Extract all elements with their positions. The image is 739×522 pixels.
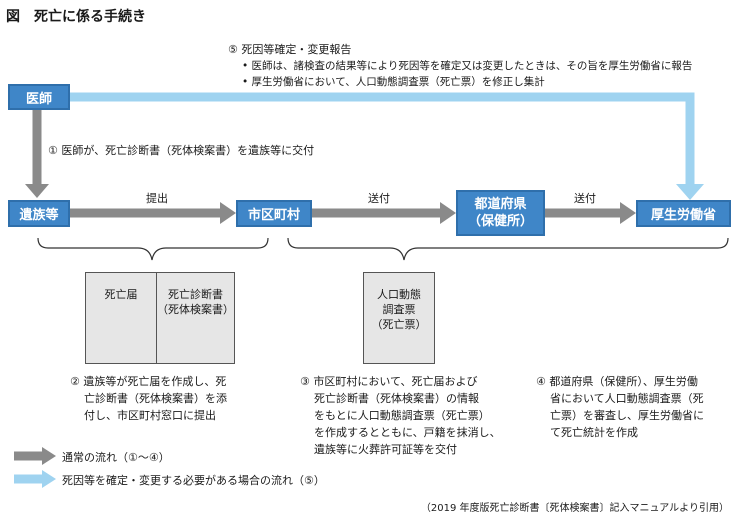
step4-line: ④ 都道府県（保健所）、厚生労働 bbox=[536, 375, 698, 388]
send2-arrowhead bbox=[620, 202, 636, 224]
step3-line: 遺族等に火葬許可証等を交付 bbox=[314, 443, 457, 456]
node-doctor: 医師 bbox=[8, 84, 70, 110]
step3-text: ③ 市区町村において、死亡届および 死亡診断書（死体検案書）の情報 をもとに人口… bbox=[300, 373, 501, 458]
legend-confirm-label: 死因等を確定・変更する必要がある場合の流れ（⑤） bbox=[62, 474, 325, 487]
step4-text: ④ 都道府県（保健所）、厚生労働 省において人口動態調査票（死 亡票）を審査し、… bbox=[536, 373, 704, 441]
submit-label: 提出 bbox=[146, 192, 168, 205]
step4-line: 亡票）を審査し、厚生労働省に bbox=[550, 409, 704, 422]
node-prefecture-line2: （保健所） bbox=[467, 214, 533, 229]
legend-normal-arrowhead bbox=[42, 447, 56, 465]
node-prefecture: 都道府県 （保健所） bbox=[456, 190, 545, 236]
step3-line: 死亡診断書（死体検案書）の情報 bbox=[314, 392, 479, 405]
step2-line: 付し、市区町村窓口に提出 bbox=[84, 409, 216, 422]
confirm-flow-arrowhead bbox=[676, 184, 704, 200]
step2-line: ② 遺族等が死亡届を作成し、死 bbox=[70, 375, 227, 388]
doc-death-notice: 死亡届 bbox=[85, 272, 157, 364]
note-step5: ⑤ 死因等確定・変更報告 • 医師は、諸検査の結果等により死因等を確定又は変更し… bbox=[228, 42, 692, 90]
step2-line: 亡診断書（死体検案書）を添 bbox=[84, 392, 227, 405]
source-citation: （2019 年度版死亡診断書〔死体検案書〕記入マニュアルより引用） bbox=[420, 503, 729, 514]
node-prefecture-line1: 都道府県 bbox=[474, 197, 527, 212]
submit-arrowhead bbox=[220, 202, 236, 224]
step3-line: を作成するとともに、戸籍を抹消し、 bbox=[314, 426, 501, 439]
legend-confirm-arrowhead bbox=[42, 470, 56, 488]
node-municipality: 市区町村 bbox=[236, 200, 312, 227]
brace-left bbox=[37, 237, 269, 261]
step4-line: 省において人口動態調査票（死 bbox=[550, 392, 704, 405]
note-step5-item: • 厚生労働省において、人口動態調査票（死亡票）を修正し集計 bbox=[242, 76, 545, 88]
send1-arrowhead bbox=[440, 202, 456, 224]
note-step5-item: • 医師は、諸検査の結果等により死因等を確定又は変更したときは、その旨を厚生労働… bbox=[242, 60, 693, 72]
send1-label: 送付 bbox=[368, 192, 390, 205]
step3-line: ③ 市区町村において、死亡届および bbox=[300, 375, 478, 388]
note-step5-heading: ⑤ 死因等確定・変更報告 bbox=[228, 43, 352, 56]
node-mhlw: 厚生労働省 bbox=[636, 200, 731, 227]
figure-title: 図 死亡に係る手続き bbox=[6, 9, 146, 25]
doc-death-certificate: 死亡診断書 （死体検案書） bbox=[156, 272, 235, 364]
confirm-flow-arrow bbox=[70, 92, 695, 186]
step2-text: ② 遺族等が死亡届を作成し、死 亡診断書（死体検案書）を添 付し、市区町村窓口に… bbox=[70, 373, 227, 424]
doc-survey-line1: 人口動態 bbox=[377, 288, 421, 301]
node-family: 遺族等 bbox=[8, 200, 70, 227]
doc-survey-form: 人口動態 調査票 （死亡票） bbox=[363, 272, 435, 364]
doc-death-certificate-line2: （死体検案書） bbox=[157, 303, 234, 316]
doc-survey-line3: （死亡票） bbox=[371, 318, 427, 331]
step1-arrowhead bbox=[25, 184, 49, 198]
brace-right bbox=[287, 237, 729, 261]
step1-label: ① 医師が、死亡診断書（死体検案書）を遺族等に交付 bbox=[48, 144, 315, 157]
legend-normal-label: 通常の流れ（①〜④） bbox=[62, 451, 170, 464]
step3-line: をもとに人口動態調査票（死亡票） bbox=[314, 409, 490, 422]
doc-survey-line2: 調査票 bbox=[382, 303, 416, 316]
send2-label: 送付 bbox=[574, 192, 596, 205]
step4-line: て死亡統計を作成 bbox=[550, 426, 638, 439]
doc-death-certificate-line1: 死亡診断書 bbox=[168, 288, 223, 301]
